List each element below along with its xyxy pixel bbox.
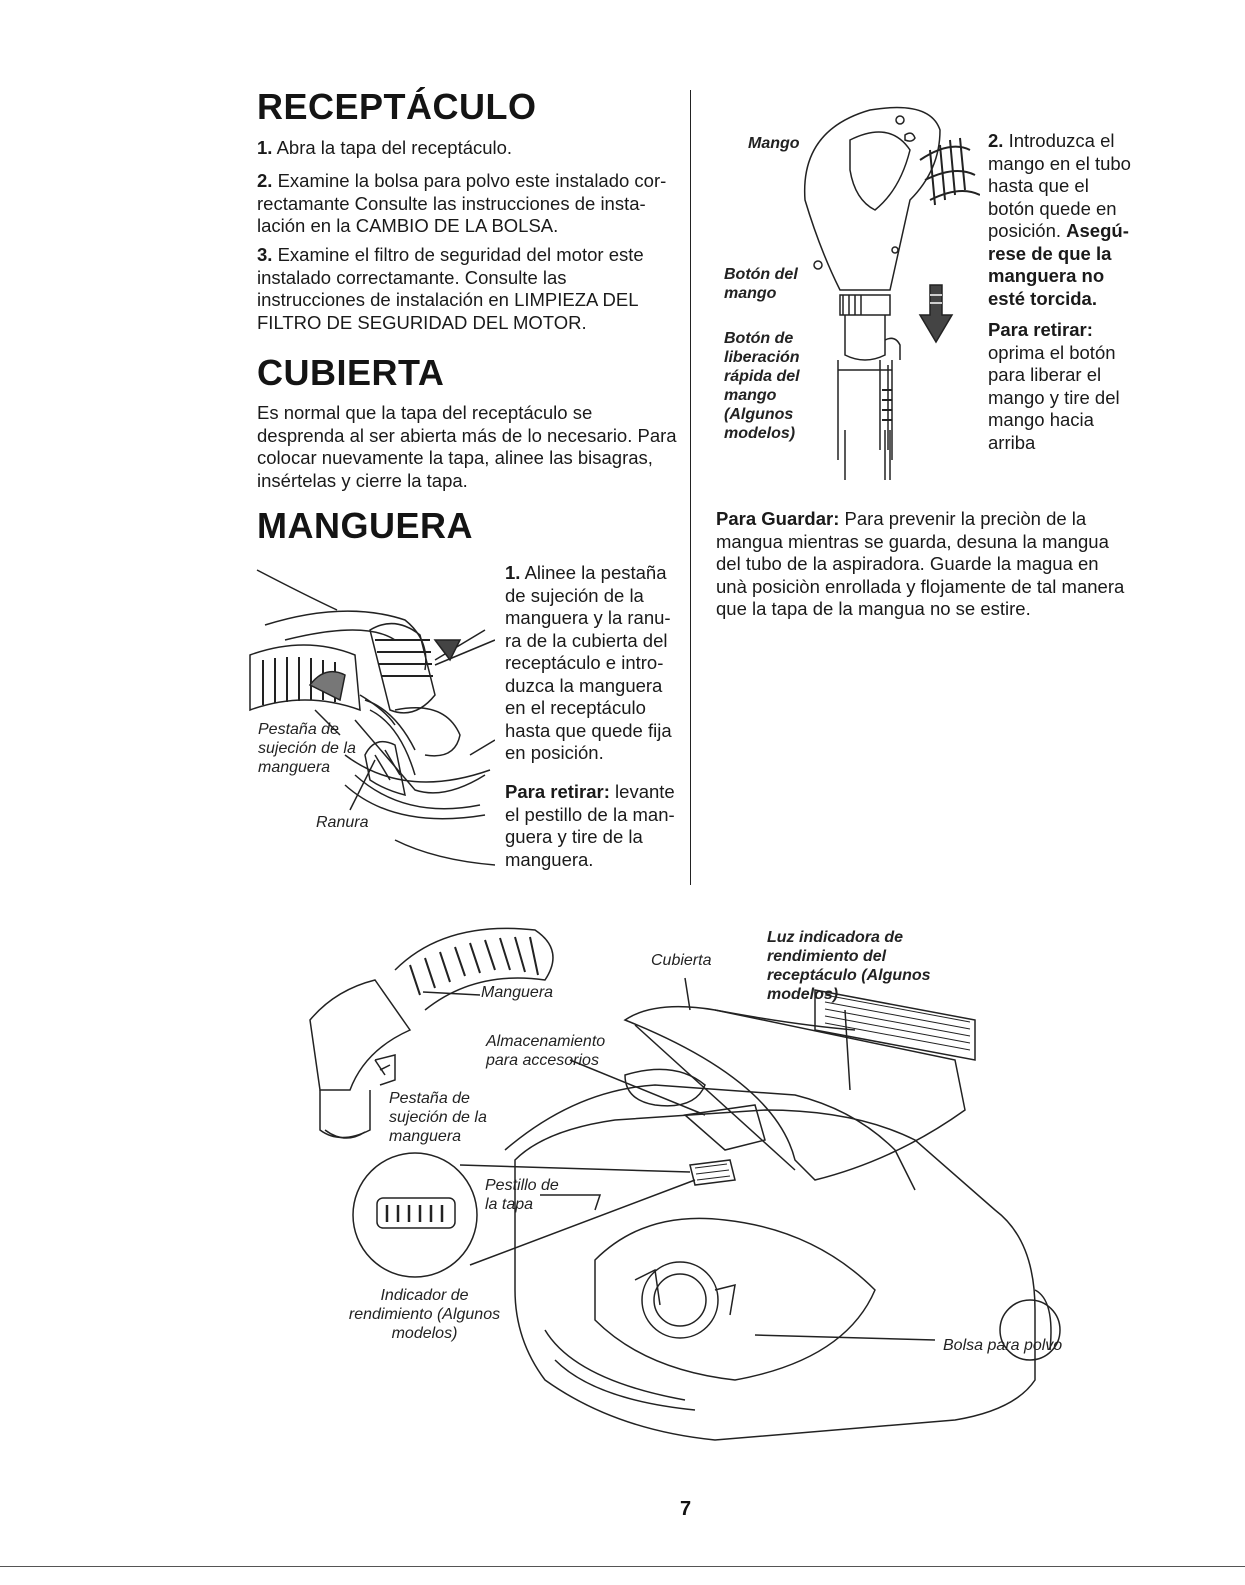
remove-text: levante el pestillo de la man-guera y ti… bbox=[505, 781, 675, 870]
page-number: 7 bbox=[680, 1498, 692, 1520]
callout-handle: Mango bbox=[748, 135, 800, 152]
bottom-rule bbox=[0, 1566, 1245, 1567]
step-number: 1. bbox=[257, 137, 273, 158]
handle-illustration bbox=[780, 90, 980, 490]
step-number: 2. bbox=[257, 170, 273, 191]
receptaculo-step-3: 3. Examine el filtro de seguridad del mo… bbox=[257, 244, 677, 334]
guardar-text: Para prevenir la preciòn de la mangua mi… bbox=[716, 508, 1125, 619]
manguera-step-1: 1. Alinee la pestaña de sujeción de la m… bbox=[505, 562, 675, 765]
hose-insertion-illustration bbox=[245, 560, 495, 880]
remove-label: Para retirar: bbox=[988, 319, 1093, 340]
step-text: Alinee la pestaña de sujeción de la mang… bbox=[505, 562, 672, 763]
callout-pestillo: Pestillo de la tapa bbox=[485, 1177, 559, 1213]
guardar-label: Para Guardar: bbox=[716, 508, 840, 529]
receptaculo-title: RECEPTÁCULO bbox=[257, 86, 537, 127]
guardar-paragraph: Para Guardar: Para prevenir la preciòn d… bbox=[716, 508, 1131, 621]
manguera-remove: Para retirar: levante el pestillo de la … bbox=[505, 781, 675, 871]
step-text: Introduzca el mango en el tubo hasta que… bbox=[988, 130, 1131, 241]
remove-text: oprima el botón para liberar el mango y … bbox=[988, 341, 1120, 453]
callout-almacenamiento: Almacenamiento para accesorios bbox=[486, 1033, 606, 1069]
manguera-title: MANGUERA bbox=[257, 505, 473, 546]
callout-handle-button: Botón del mango bbox=[724, 266, 798, 302]
cubierta-title: CUBIERTA bbox=[257, 352, 445, 393]
callout-pestana: Pestaña de sujeción de la manguera bbox=[389, 1090, 487, 1145]
callout-performance-light: Luz indicadora de rendimiento del recept… bbox=[767, 929, 931, 1003]
cubierta-text: Es normal que la tapa del receptáculo se… bbox=[257, 402, 677, 491]
remove-label: Para retirar: bbox=[505, 781, 610, 802]
step-number: 1. bbox=[505, 562, 521, 583]
callout-indicador: Indicador de rendimiento (Algunos modelo… bbox=[348, 1287, 501, 1342]
callout-quick-release: Botón de liberación rápida del mango (Al… bbox=[724, 330, 800, 442]
callout-hose-tab: Pestaña de sujeción de la manguera bbox=[258, 721, 356, 776]
callout-slot: Ranura bbox=[316, 814, 369, 831]
step-number: 2. bbox=[988, 130, 1004, 151]
receptaculo-step-1: 1. Abra la tapa del receptáculo. bbox=[257, 137, 677, 160]
vacuum-canister-diagram bbox=[295, 910, 1075, 1450]
receptaculo-step-2: 2. Examine la bolsa para polvo este inst… bbox=[257, 170, 677, 238]
callout-bolsa: Bolsa para polvo bbox=[943, 1337, 1063, 1354]
mango-step-2: 2. Introduzca el mango en el tubo hasta … bbox=[988, 130, 1133, 310]
mango-remove: Para retirar: oprima el botón para liber… bbox=[988, 319, 1128, 454]
step-warning: Asegú-rese de que la manguera no esté to… bbox=[988, 220, 1129, 309]
step-number: 3. bbox=[257, 244, 273, 265]
step-text: Examine la bolsa para polvo este instala… bbox=[257, 170, 667, 236]
callout-cubierta: Cubierta bbox=[651, 952, 712, 969]
step-text: Examine el filtro de seguridad del motor… bbox=[257, 244, 644, 333]
step-text: Abra la tapa del receptáculo. bbox=[276, 137, 513, 158]
callout-manguera: Manguera bbox=[481, 984, 554, 1001]
column-divider bbox=[690, 90, 691, 885]
